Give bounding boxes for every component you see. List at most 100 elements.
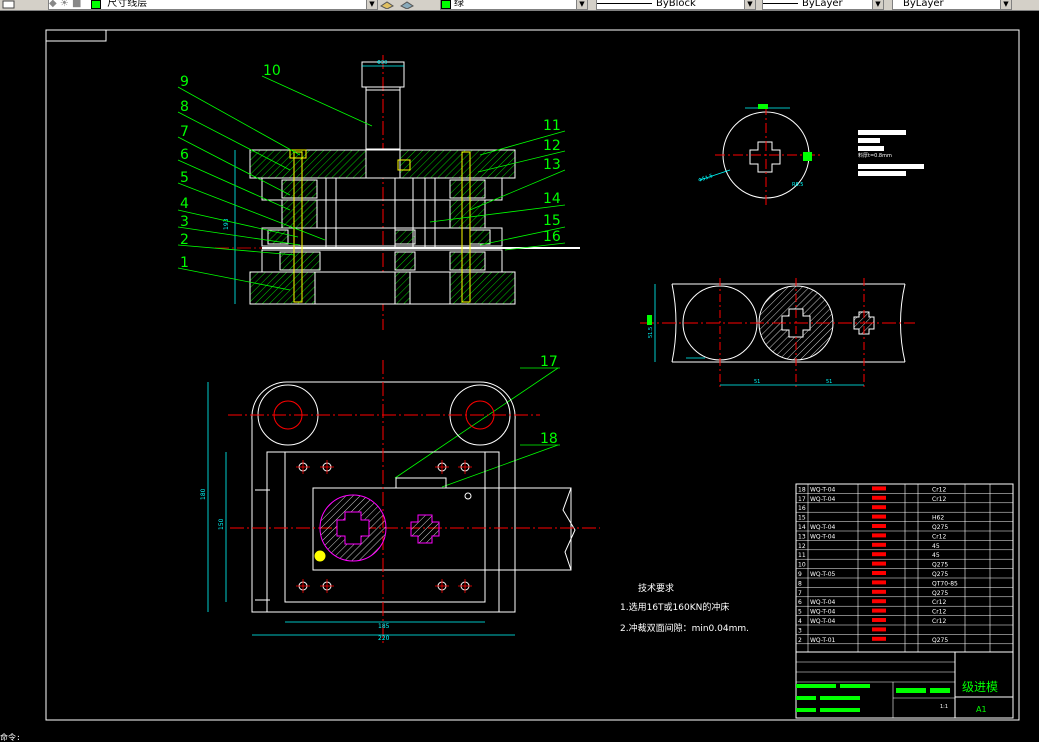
die-plan-view [207,360,600,645]
bom-material: 45 [932,543,940,550]
bom-no: 13 [798,533,806,540]
bom-material: Cr12 [932,533,946,540]
layer-dropdown[interactable]: ◆ ☀ ■ 尺寸线层 ▼ [48,0,378,10]
part-dia-dim: Φ51.5 [698,173,714,184]
bom-code: WQ-T-04 [810,599,836,606]
bom-code: WQ-T-04 [810,609,836,616]
plan-dimensions: 180 150 220 185 [200,488,390,642]
strip-width-dim: 51.5 [648,327,654,338]
bom-code: WQ-T-05 [810,571,836,578]
part-no-12: 12 [543,138,561,154]
part-no-14: 14 [543,191,561,207]
bom-no: 17 [798,496,806,503]
bom-material: Q275 [932,524,948,531]
part-no-16: 16 [543,229,561,245]
part-no-18: 18 [540,431,558,447]
bom-name-cell [872,636,886,641]
part-no-9: 9 [180,74,189,90]
bom-material: Q275 [932,590,948,597]
bom-material: Cr12 [932,618,946,625]
part-numbers: 9 8 7 6 5 4 3 2 1 10 11 12 13 14 15 16 1… [180,63,561,447]
bom-code: WQ-T-04 [810,496,836,503]
bom-no: 14 [798,524,806,531]
bom-name-cell [872,514,886,519]
chevron-down-icon[interactable]: ▼ [1000,0,1011,9]
tech-title: 技术要求 [638,582,674,594]
strip-dimensions: 51.5 51 51 [648,327,832,385]
make-layer-current-icon[interactable] [380,0,394,10]
title-block: 级进模 A1 1:1 [795,651,1014,719]
layer-manager-icon[interactable] [2,0,16,9]
part-no-7: 7 [180,124,189,140]
bom-material: Q275 [932,562,948,569]
plan-inner-width-dim: 185 [378,623,390,630]
lineweight-sample [763,2,798,4]
chevron-down-icon[interactable]: ▼ [366,0,377,9]
bom-name-cell [872,524,886,528]
bom-no: 10 [798,562,806,569]
bom-material: Cr12 [932,599,946,606]
plan-width-dim: 220 [378,635,390,642]
bom-code: WQ-T-01 [810,637,836,644]
bom-name-cell [872,627,886,632]
layer-previous-icon[interactable] [400,0,414,10]
bom-material: QT70-85 [932,580,958,587]
bom-material: Cr12 [932,609,946,616]
part-no-8: 8 [180,99,189,115]
bom-name-cell [872,571,886,575]
layer-state-icons: ◆ ☀ ■ [49,0,88,9]
part-no-4: 4 [180,196,189,212]
bom-name-cell [872,542,886,547]
bom-material: Q275 [932,571,948,578]
bom-no: 7 [798,590,802,597]
chevron-down-icon[interactable]: ▼ [744,0,755,9]
bom-name-cell [872,486,886,491]
part-radius-dim: R8.5 [792,182,803,188]
bom-name-cell [872,599,886,604]
bom-name-cell [872,618,886,622]
linetype-sample [597,2,652,4]
properties-toolbar: ◆ ☀ ■ 尺寸线层 ▼ 绿 ▼ ByBlock ▼ ByLayer ▼ ByL… [0,0,1039,11]
layer-color-swatch [91,0,102,9]
plan-inner-height-dim: 150 [218,518,225,530]
bom-no: 12 [798,543,806,550]
bom-no: 9 [798,571,802,578]
chevron-down-icon[interactable]: ▼ [872,0,883,9]
part-number-leaders [177,75,566,488]
lineweight-name: ByLayer [802,0,843,9]
bom-no: 6 [798,599,802,606]
bom-name-cell [872,495,886,500]
bom-name-cell [872,561,886,566]
bom-no: 16 [798,505,806,512]
command-line[interactable]: 命令: [0,733,21,742]
chevron-down-icon[interactable]: ▼ [576,0,587,9]
lineweight-dropdown[interactable]: ByLayer ▼ [762,0,884,10]
bom-code: WQ-T-04 [810,524,836,531]
sheet-size: A1 [976,705,987,714]
bom-no: 18 [798,486,806,493]
bom-material: 45 [932,552,940,559]
bom-no: 8 [798,580,802,587]
bom-name-cell [872,552,886,557]
plotstyle-dropdown[interactable]: ByLayer ▼ [892,0,1012,10]
bom-name-cell [872,608,886,613]
color-dropdown[interactable]: 绿 ▼ [440,0,588,10]
part-notes-block: 料厚t=0.8mm [858,130,924,176]
part-no-17: 17 [540,354,558,370]
bom-material: H62 [932,515,944,522]
part-no-2: 2 [180,232,189,248]
bom-name-cell [872,589,886,594]
part-no-13: 13 [543,157,561,173]
bom-no: 3 [798,627,802,634]
part-no-3: 3 [180,214,189,230]
bom-material: Q275 [932,637,948,644]
drawing-canvas[interactable]: 193 Φ30 9 8 7 6 5 4 3 2 1 10 11 [0,11,1039,741]
part-no-1: 1 [180,255,189,271]
height-dim: 193 [223,218,230,230]
plan-height-dim: 180 [200,488,207,500]
bom-code: WQ-T-04 [810,486,836,493]
drawing-scale: 1:1 [940,704,948,710]
bom-code: WQ-T-04 [810,533,836,540]
linetype-dropdown[interactable]: ByBlock ▼ [596,0,756,10]
